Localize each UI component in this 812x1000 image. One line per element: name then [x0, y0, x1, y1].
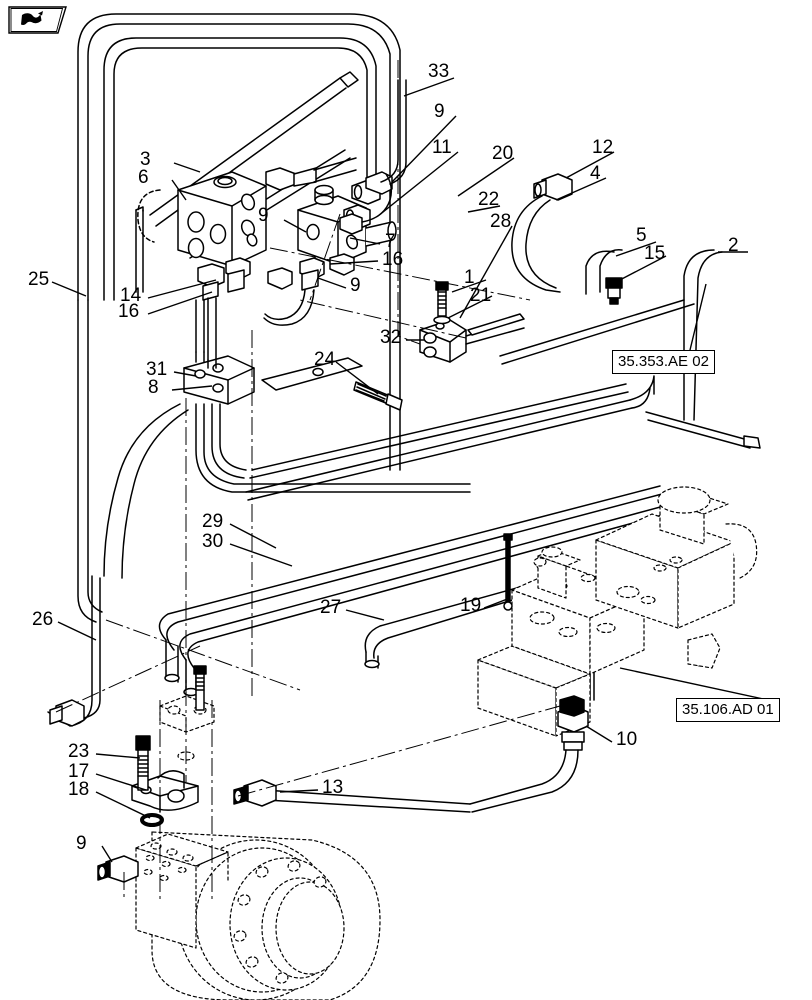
callout-15: 15: [644, 243, 666, 264]
callout-18: 18: [68, 779, 90, 800]
callout-17: 17: [68, 761, 90, 782]
callout-29: 29: [202, 511, 224, 532]
callout-6: 6: [138, 167, 149, 188]
callout-20: 20: [492, 143, 514, 164]
callout-32: 32: [380, 327, 402, 348]
callout-5: 5: [636, 225, 647, 246]
callout-1: 1: [464, 267, 475, 288]
callout-3: 3: [140, 149, 151, 170]
callout-26: 26: [32, 609, 54, 630]
callout-16-right: 16: [382, 249, 404, 270]
callout-24: 24: [314, 349, 336, 370]
callout-11: 11: [432, 137, 452, 158]
callout-10: 10: [616, 729, 638, 750]
callout-2: 2: [728, 235, 739, 256]
callout-8: 8: [148, 377, 159, 398]
callout-23: 23: [68, 741, 90, 762]
callout-25: 25: [28, 269, 50, 290]
callout-12: 12: [592, 137, 614, 158]
callout-28: 28: [490, 211, 512, 232]
callout-19: 19: [460, 595, 482, 616]
reference-box-35-106-ad-01[interactable]: 35.106.AD 01: [676, 698, 780, 722]
callout-33: 33: [428, 61, 450, 82]
callout-27: 27: [320, 597, 342, 618]
callout-4: 4: [590, 163, 601, 184]
callout-13: 13: [322, 777, 344, 798]
callout-14: 14: [120, 285, 142, 306]
callout-9-bottom: 9: [76, 833, 87, 854]
callout-22: 22: [478, 189, 500, 210]
brand-logo-icon: [8, 6, 67, 34]
callout-9-center: 9: [350, 275, 361, 296]
callout-16-left: 16: [118, 301, 140, 322]
callout-21: 21: [470, 285, 492, 306]
reference-box-35-353-ae-02[interactable]: 35.353.AE 02: [612, 350, 715, 374]
callout-31: 31: [146, 359, 168, 380]
callout-9-top: 9: [434, 101, 445, 122]
callout-9-mid: 9: [258, 205, 269, 226]
callout-30: 30: [202, 531, 224, 552]
callout-7: 7: [385, 231, 396, 252]
